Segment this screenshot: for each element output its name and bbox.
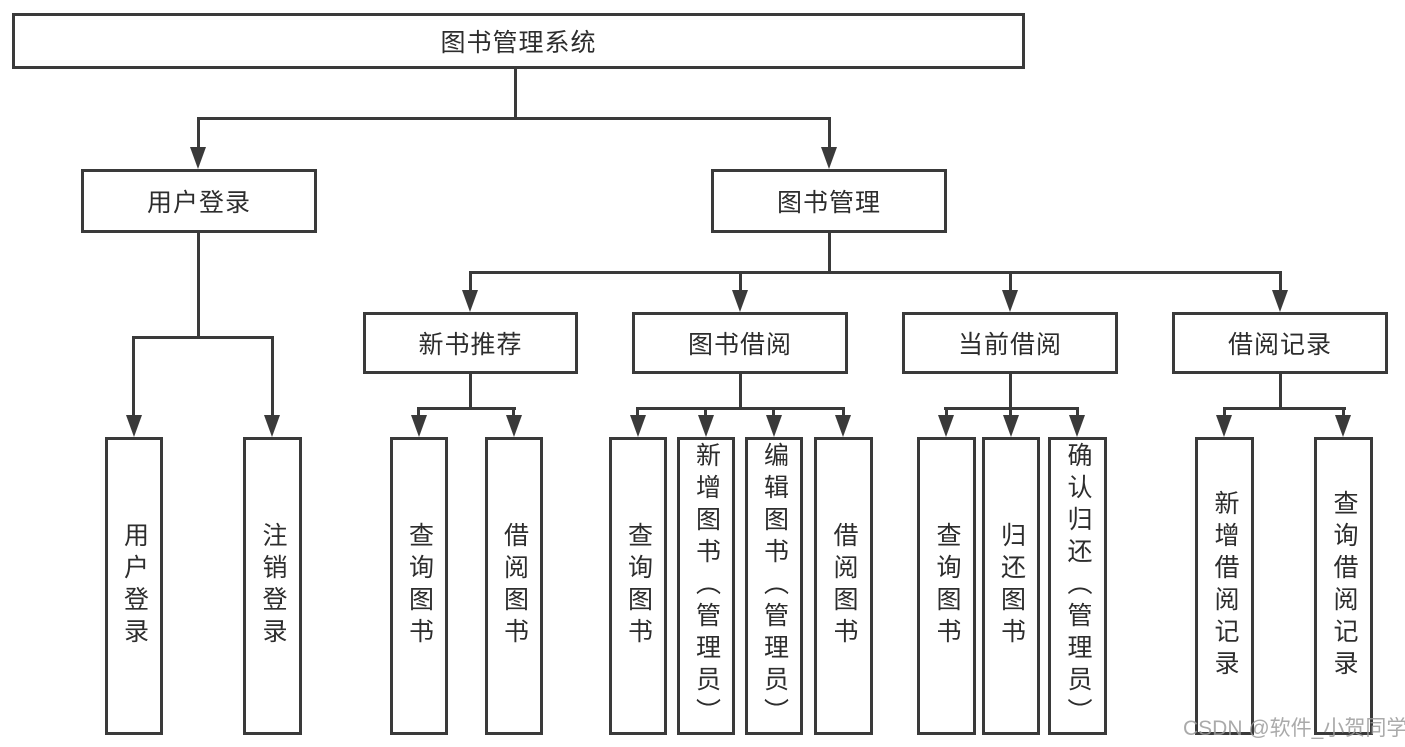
arrow-down-icon <box>698 415 714 437</box>
node-book-management: 图书管理 <box>711 169 947 233</box>
connector-stem <box>1009 374 1012 410</box>
arrow-down-icon <box>126 415 142 437</box>
connector-drop <box>772 407 775 417</box>
leaf-query-books: 查询图书 <box>609 437 667 735</box>
connector-stem <box>1279 374 1282 410</box>
connector-drop <box>739 271 742 291</box>
arrow-down-icon <box>766 415 782 437</box>
node-book-borrowing: 图书借阅 <box>632 312 848 374</box>
leaf-label: 查询图书 <box>405 522 434 650</box>
leaf-label: 查询图书 <box>624 522 653 650</box>
leaf-query-borrow-record: 查询借阅记录 <box>1314 437 1373 735</box>
node-library-management-system: 图书管理系统 <box>12 13 1025 69</box>
connector-root-stem <box>514 69 517 119</box>
leaf-borrow-books: 借阅图书 <box>485 437 543 735</box>
connector-drop <box>945 407 948 417</box>
connector-drop <box>636 407 639 417</box>
connector-stem <box>739 374 742 410</box>
leaf-label: 新增图书（管理员） <box>692 442 721 730</box>
connector-rail <box>132 336 274 339</box>
leaf-edit-books-admin: 编辑图书（管理员） <box>745 437 803 735</box>
connector-drop <box>1076 407 1079 417</box>
node-label: 新书推荐 <box>418 331 523 359</box>
arrow-down-icon <box>1272 290 1288 312</box>
arrow-down-icon <box>1335 415 1351 437</box>
leaf-query-books: 查询图书 <box>917 437 976 735</box>
connector-drop <box>1009 407 1012 417</box>
arrow-down-icon <box>411 415 427 437</box>
connector-drop <box>1223 407 1226 417</box>
leaf-query-books: 查询图书 <box>390 437 448 735</box>
leaf-label: 借阅图书 <box>830 522 858 650</box>
connector-stem <box>197 233 200 339</box>
node-label: 用户登录 <box>146 189 251 217</box>
node-label: 图书管理 <box>776 189 881 217</box>
arrow-down-icon <box>190 147 206 169</box>
connector-rail <box>636 407 845 410</box>
connector-drop <box>469 271 472 291</box>
leaf-label: 编辑图书（管理员） <box>760 442 789 730</box>
arrow-down-icon <box>821 147 837 169</box>
arrow-down-icon <box>732 290 748 312</box>
leaf-label: 新增借阅记录 <box>1211 490 1239 682</box>
node-current-borrowing: 当前借阅 <box>902 312 1118 374</box>
connector-root-rail <box>197 117 831 120</box>
leaf-add-books-admin: 新增图书（管理员） <box>677 437 735 735</box>
connector-rail <box>469 271 1282 274</box>
connector-rail <box>1223 407 1346 410</box>
leaf-label: 借阅图书 <box>500 522 529 650</box>
node-new-book-recommendation: 新书推荐 <box>363 312 578 374</box>
arrow-down-icon <box>506 415 522 437</box>
leaf-borrow-books: 借阅图书 <box>814 437 873 735</box>
node-label: 借阅记录 <box>1227 331 1332 359</box>
connector-drop <box>842 407 845 417</box>
connector-stem <box>469 374 472 410</box>
arrow-down-icon <box>630 415 646 437</box>
connector-drop <box>197 117 200 149</box>
arrow-down-icon <box>835 415 851 437</box>
arrow-down-icon <box>1003 415 1019 437</box>
leaf-label: 查询图书 <box>933 522 961 650</box>
leaf-logout: 注销登录 <box>243 437 302 735</box>
leaf-return-books: 归还图书 <box>982 437 1040 735</box>
connector-rail <box>417 407 516 410</box>
connector-drop <box>132 336 135 417</box>
leaf-label: 查询借阅记录 <box>1330 490 1358 682</box>
watermark: CSDN @软件_小贺同学 <box>1183 717 1405 740</box>
node-borrowing-records: 借阅记录 <box>1172 312 1388 374</box>
connector-drop <box>512 407 515 417</box>
arrow-down-icon <box>1002 290 1018 312</box>
leaf-label: 确认归还（管理员） <box>1064 442 1092 730</box>
arrow-down-icon <box>1216 415 1232 437</box>
arrow-down-icon <box>264 415 280 437</box>
leaf-confirm-return-admin: 确认归还（管理员） <box>1048 437 1107 735</box>
node-label: 图书管理系统 <box>440 29 597 57</box>
connector-drop <box>828 117 831 149</box>
connector-drop <box>1279 271 1282 291</box>
leaf-user-login: 用户登录 <box>105 437 163 735</box>
connector-drop <box>704 407 707 417</box>
connector-drop <box>1009 271 1012 291</box>
leaf-label: 归还图书 <box>997 522 1026 650</box>
leaf-add-borrow-record: 新增借阅记录 <box>1195 437 1254 735</box>
node-label: 图书借阅 <box>687 331 792 359</box>
arrow-down-icon <box>1069 415 1085 437</box>
connector-drop <box>271 336 274 417</box>
node-user-login: 用户登录 <box>81 169 317 233</box>
leaf-label: 用户登录 <box>120 522 149 650</box>
node-label: 当前借阅 <box>957 331 1062 359</box>
connector-drop <box>417 407 420 417</box>
connector-drop <box>1342 407 1345 417</box>
leaf-label: 注销登录 <box>259 522 287 650</box>
arrow-down-icon <box>462 290 478 312</box>
arrow-down-icon <box>938 415 954 437</box>
connector-stem <box>828 233 831 274</box>
